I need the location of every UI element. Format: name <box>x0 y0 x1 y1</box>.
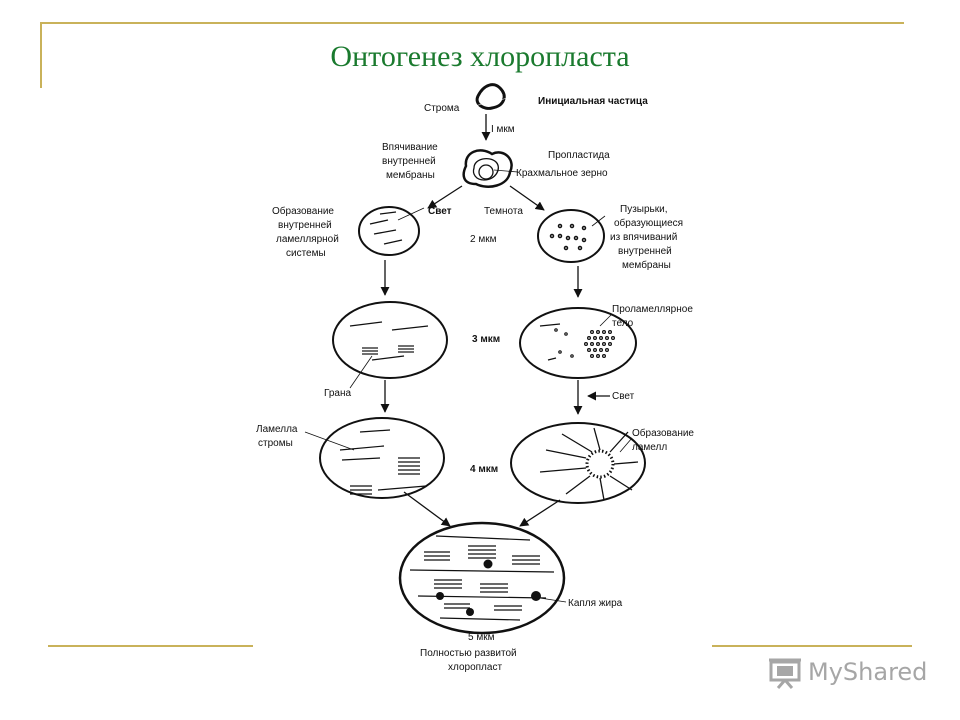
label-proplastid: Пропластида <box>548 150 610 161</box>
top-rule <box>40 22 904 24</box>
label-stroma-lamella-2: стромы <box>258 438 293 449</box>
dark-plastid-3um <box>519 307 637 379</box>
label-prolamellar-1: Проламеллярное <box>612 304 693 315</box>
label-vesicles-4: внутренней <box>618 246 672 257</box>
label-mature-1: Полностью развитой <box>420 648 517 659</box>
arrow-light <box>427 185 463 209</box>
light-plastid-lamellae <box>369 211 403 245</box>
label-light: Свет <box>428 206 452 217</box>
label-lamella-formation-1: Образование <box>632 427 694 439</box>
arrow-dark <box>509 185 545 211</box>
fat-droplets <box>436 559 541 616</box>
slide-title: Онтогенез хлоропласта <box>330 40 630 73</box>
label-stroma-lamella-1: Ламелла <box>256 424 298 435</box>
label-mature-2: хлоропласт <box>448 662 502 673</box>
arrow-right-4 <box>519 499 561 527</box>
label-invagination-2: внутренней <box>382 156 436 167</box>
label-starch-grain: Крахмальное зерно <box>516 168 608 179</box>
arrow-left-4 <box>403 491 451 527</box>
label-fat-droplet: Капля жира <box>568 598 623 609</box>
label-4um: 4 мкм <box>470 464 498 475</box>
label-invagination-1: Впячивание <box>382 142 438 153</box>
label-formation-1: Образование <box>272 205 334 217</box>
label-grana: Грана <box>324 388 351 399</box>
label-stroma: Строма <box>424 103 460 114</box>
initial-particle <box>475 83 506 110</box>
grana-mature <box>409 535 555 621</box>
grana-4um <box>339 429 427 495</box>
label-formation-2: внутренней <box>278 220 332 231</box>
label-1um: I мкм <box>491 124 515 135</box>
label-formation-4: системы <box>286 248 326 259</box>
label-formation-3: ламеллярной <box>276 234 339 245</box>
label-prolamellar-2: тело <box>612 318 634 329</box>
label-lamella-formation-2: ламелл <box>632 442 667 453</box>
vesicles-2um <box>549 223 587 251</box>
prolamellar-body <box>539 323 615 361</box>
label-vesicles-3: из впячиваний <box>610 232 677 243</box>
label-light-2: Свет <box>612 391 635 402</box>
left-rule <box>40 22 42 88</box>
label-5um: 5 мкм <box>468 632 495 643</box>
label-vesicles-2: образующиеся <box>614 217 683 229</box>
grana-3um <box>349 321 429 361</box>
starch-grain <box>478 164 494 180</box>
bottom-rule-right <box>712 645 912 647</box>
proplastid-inner <box>472 157 499 181</box>
logo-text: MyShared <box>808 658 928 686</box>
lamella-formation <box>539 427 639 501</box>
label-initial-particle: Инициальная частица <box>538 96 648 107</box>
label-2um: 2 мкм <box>470 234 497 245</box>
diagram-labels: Строма Инициальная частица I мкм Впячива… <box>256 96 694 673</box>
proplastid <box>462 149 513 188</box>
label-invagination-3: мембраны <box>386 169 435 181</box>
light-plastid-2um <box>358 206 420 256</box>
bottom-rule-left <box>48 645 253 647</box>
label-3um: 3 мкм <box>472 334 500 345</box>
dark-plastid-4um <box>510 422 646 504</box>
projector-screen-icon <box>769 658 801 689</box>
myshared-logo: MyShared <box>768 656 928 692</box>
mature-chloroplast <box>398 521 566 635</box>
label-darkness: Темнота <box>484 206 523 217</box>
label-vesicles-5: мембраны <box>622 259 671 271</box>
label-vesicles-1: Пузырьки, <box>620 204 667 215</box>
light-plastid-4um <box>319 417 445 499</box>
light-plastid-3um <box>332 301 448 379</box>
dark-plastid-2um <box>537 209 605 263</box>
